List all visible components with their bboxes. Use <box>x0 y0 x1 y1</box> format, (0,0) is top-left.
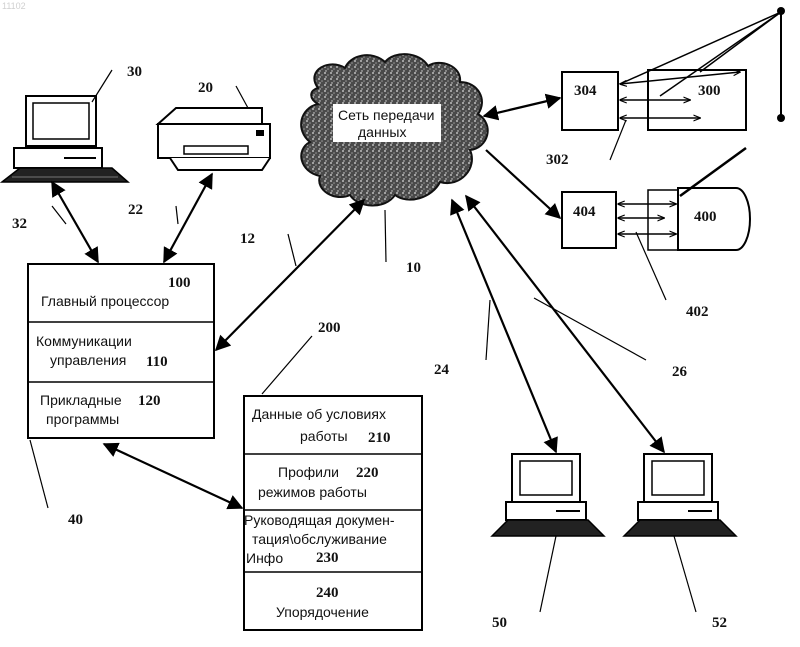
link-network-304 <box>484 98 560 116</box>
ref-110: 110 <box>146 354 168 370</box>
device-404-box <box>562 192 616 248</box>
comm-label-line2: управления <box>50 352 126 368</box>
prof-label-line2: режимов работы <box>258 484 367 500</box>
link-apps-data <box>104 444 242 508</box>
ref-26: 26 <box>672 364 688 380</box>
cond-label-line1: Данные об условиях <box>252 406 386 422</box>
cond-label-line2: работы <box>300 428 348 444</box>
ref-240: 240 <box>316 585 339 601</box>
computer-52-icon <box>624 454 736 612</box>
doc-label-line3: Инфо <box>246 550 283 566</box>
ref-24: 24 <box>434 362 450 378</box>
data-block: Данные об условиях работы 210 Профили 22… <box>244 396 422 630</box>
network-label-line2: данных <box>358 124 406 140</box>
main-processor-title: Главный процессор <box>41 293 169 309</box>
device-400-group: 404 400 <box>562 148 750 250</box>
leader-200 <box>262 336 312 394</box>
device-304-box <box>562 72 618 130</box>
ref-32: 32 <box>12 216 27 232</box>
apps-label-line1: Прикладные <box>40 392 122 408</box>
ref-230: 230 <box>316 550 339 566</box>
computer-50-icon <box>492 454 604 612</box>
ref-100: 100 <box>168 275 191 291</box>
doc-label-line2: тация\обслуживание <box>252 531 387 547</box>
ref-40: 40 <box>68 512 83 528</box>
ref-220: 220 <box>356 465 379 481</box>
ref-22: 22 <box>128 202 143 218</box>
ref-210: 210 <box>368 430 391 446</box>
ref-20: 20 <box>198 80 213 96</box>
comm-label-line1: Коммуникации <box>36 333 132 349</box>
prof-label-line1: Профили <box>278 464 339 480</box>
ref-10: 10 <box>406 260 421 276</box>
ref-120: 120 <box>138 393 161 409</box>
link-computer30-main <box>52 182 98 262</box>
ref-300: 300 <box>698 83 721 99</box>
ref-12: 12 <box>240 231 255 247</box>
ref-302: 302 <box>546 152 569 168</box>
device-300-group: 304 300 <box>562 7 785 130</box>
main-processor-block: 100 Главный процессор Коммуникации управ… <box>28 264 214 438</box>
ref-50: 50 <box>492 615 507 631</box>
printer-20-icon <box>158 86 270 170</box>
link-network-computer50 <box>452 200 556 452</box>
ref-304: 304 <box>574 83 597 99</box>
ref-402: 402 <box>686 304 709 320</box>
computer-30-icon <box>2 96 128 182</box>
link-network-main <box>216 200 364 350</box>
ref-52: 52 <box>712 615 727 631</box>
ref-30: 30 <box>127 64 142 80</box>
doc-label-line1: Руководящая докумен- <box>244 512 395 528</box>
ref-404: 404 <box>573 204 596 220</box>
device-400-adapter <box>648 190 678 250</box>
figure-id: 11102 <box>2 1 26 11</box>
ref-200: 200 <box>318 320 341 336</box>
leader-10 <box>385 210 386 262</box>
leader-30 <box>92 70 112 102</box>
ref-400: 400 <box>694 209 717 225</box>
network-label-line1: Сеть передачи <box>338 107 434 123</box>
network-cloud: Сеть передачи данных <box>301 54 488 205</box>
apps-label-line2: программы <box>46 411 119 427</box>
link-printer-main <box>164 174 212 262</box>
order-label: Упорядочение <box>276 604 369 620</box>
